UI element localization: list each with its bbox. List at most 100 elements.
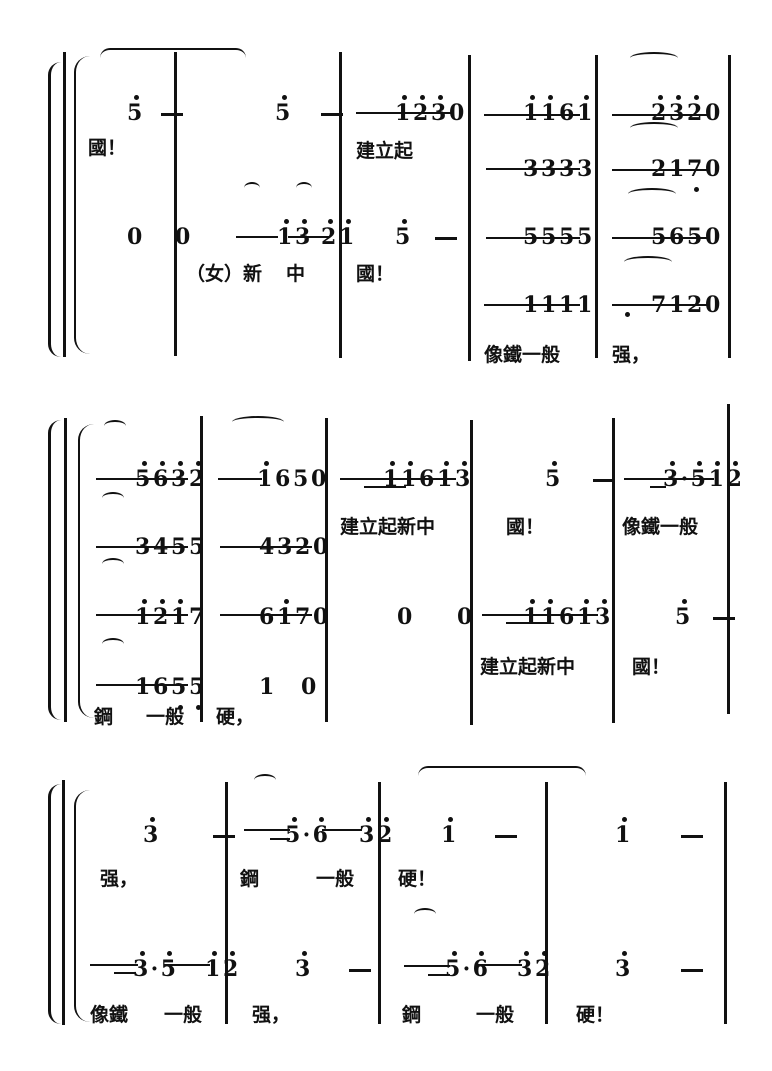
slur-arc: [102, 638, 124, 650]
note-group: 3: [576, 930, 703, 1008]
note: 5: [576, 224, 595, 250]
lyric: 强，: [252, 1004, 291, 1026]
augmentation-dot: ·: [150, 956, 161, 982]
note: 5: [444, 951, 463, 982]
note: 1: [256, 461, 275, 492]
note: 5: [126, 95, 145, 126]
beam: [650, 486, 666, 488]
note: 0: [126, 224, 145, 250]
lyric: 一般: [146, 706, 185, 728]
barline: [545, 782, 548, 1024]
beam: [96, 478, 188, 480]
lyric: 强，: [612, 344, 651, 366]
note: 3: [614, 951, 633, 982]
slur-arc: [104, 420, 126, 432]
note-group: 1161: [484, 74, 595, 152]
note: 0: [704, 224, 723, 250]
note: 1: [134, 674, 153, 700]
voice-brace: [74, 56, 90, 354]
note-group: 1: [402, 796, 517, 874]
note-group: 2320: [612, 74, 723, 152]
slur-arc: [102, 492, 124, 504]
note-group: 1655: [96, 648, 207, 726]
note: 2: [726, 461, 744, 492]
system-bracket-line: [62, 780, 65, 1025]
note: 3: [132, 951, 151, 982]
note: 5: [544, 461, 563, 492]
barline: [225, 782, 228, 1024]
barline: [470, 420, 473, 725]
note: 5: [394, 219, 413, 250]
lyric: （女）新: [186, 263, 263, 285]
beam: [164, 964, 210, 966]
note-group: 6170: [220, 578, 331, 656]
sustain-dash: [680, 968, 703, 972]
note: 0: [312, 604, 331, 630]
sustain-dash: [592, 478, 615, 482]
note: 1: [170, 599, 189, 630]
note: 0: [448, 100, 467, 126]
note-group: 5632: [96, 440, 207, 518]
beam: [486, 168, 580, 170]
barline: [595, 55, 598, 358]
beam: [220, 546, 312, 548]
tie-arc: [100, 48, 246, 64]
tie-arc: [418, 766, 586, 782]
note: 6: [312, 817, 330, 848]
note: 0: [300, 674, 319, 700]
slur-arc: [232, 416, 284, 428]
barline: [724, 782, 727, 1024]
sustain-dash: [680, 834, 703, 838]
note: 2: [152, 599, 171, 630]
sustain-dash: [348, 968, 371, 972]
score-system-2: 5632 1650 11613 5 3·512 3455 4320 建立起新中 …: [48, 404, 744, 728]
lyric: 國！: [632, 656, 671, 678]
note: 1: [276, 219, 295, 250]
note: 1: [134, 599, 153, 630]
lyric: 像鐵: [90, 1004, 129, 1026]
lyric: 一般: [316, 868, 355, 890]
beam: [270, 838, 290, 840]
sustain-dash: [212, 834, 235, 838]
beam: [340, 478, 456, 480]
note: 0: [312, 534, 331, 560]
note: 1: [540, 95, 559, 126]
note-group: 11613: [484, 578, 613, 656]
note-group: 5: [636, 578, 735, 656]
note: 5: [284, 817, 303, 848]
lyric: 一般: [164, 1004, 203, 1026]
slur-arc: [630, 52, 678, 64]
lyric: 鋼: [402, 1004, 422, 1026]
beam: [612, 304, 708, 306]
beam: [612, 169, 708, 171]
note: 5: [188, 534, 207, 560]
note: 0: [704, 100, 723, 126]
beam: [356, 112, 452, 114]
note-group: 12: [166, 930, 241, 1008]
beam: [478, 964, 522, 966]
note: 0: [704, 156, 723, 182]
note: 1: [522, 95, 541, 126]
lyric: 一般: [476, 1004, 515, 1026]
beam: [114, 972, 136, 974]
lyric: 建立起: [356, 140, 414, 162]
beam: [96, 684, 188, 686]
sustain-dash: [434, 236, 457, 240]
lyric: 國！: [88, 137, 127, 159]
note: 5: [274, 95, 293, 126]
note-group: 3: [256, 930, 371, 1008]
note: 6: [274, 466, 293, 492]
note: 1: [576, 292, 595, 318]
note-group: 3·5: [94, 930, 178, 1008]
beam: [612, 114, 708, 116]
sustain-dash: [160, 112, 183, 116]
note-group: 5: [88, 74, 183, 152]
barline: [612, 418, 615, 723]
note-group: 1650: [218, 440, 329, 518]
slur-arc: [244, 182, 260, 194]
note-group: 32: [320, 796, 395, 874]
note: 2: [650, 95, 669, 126]
